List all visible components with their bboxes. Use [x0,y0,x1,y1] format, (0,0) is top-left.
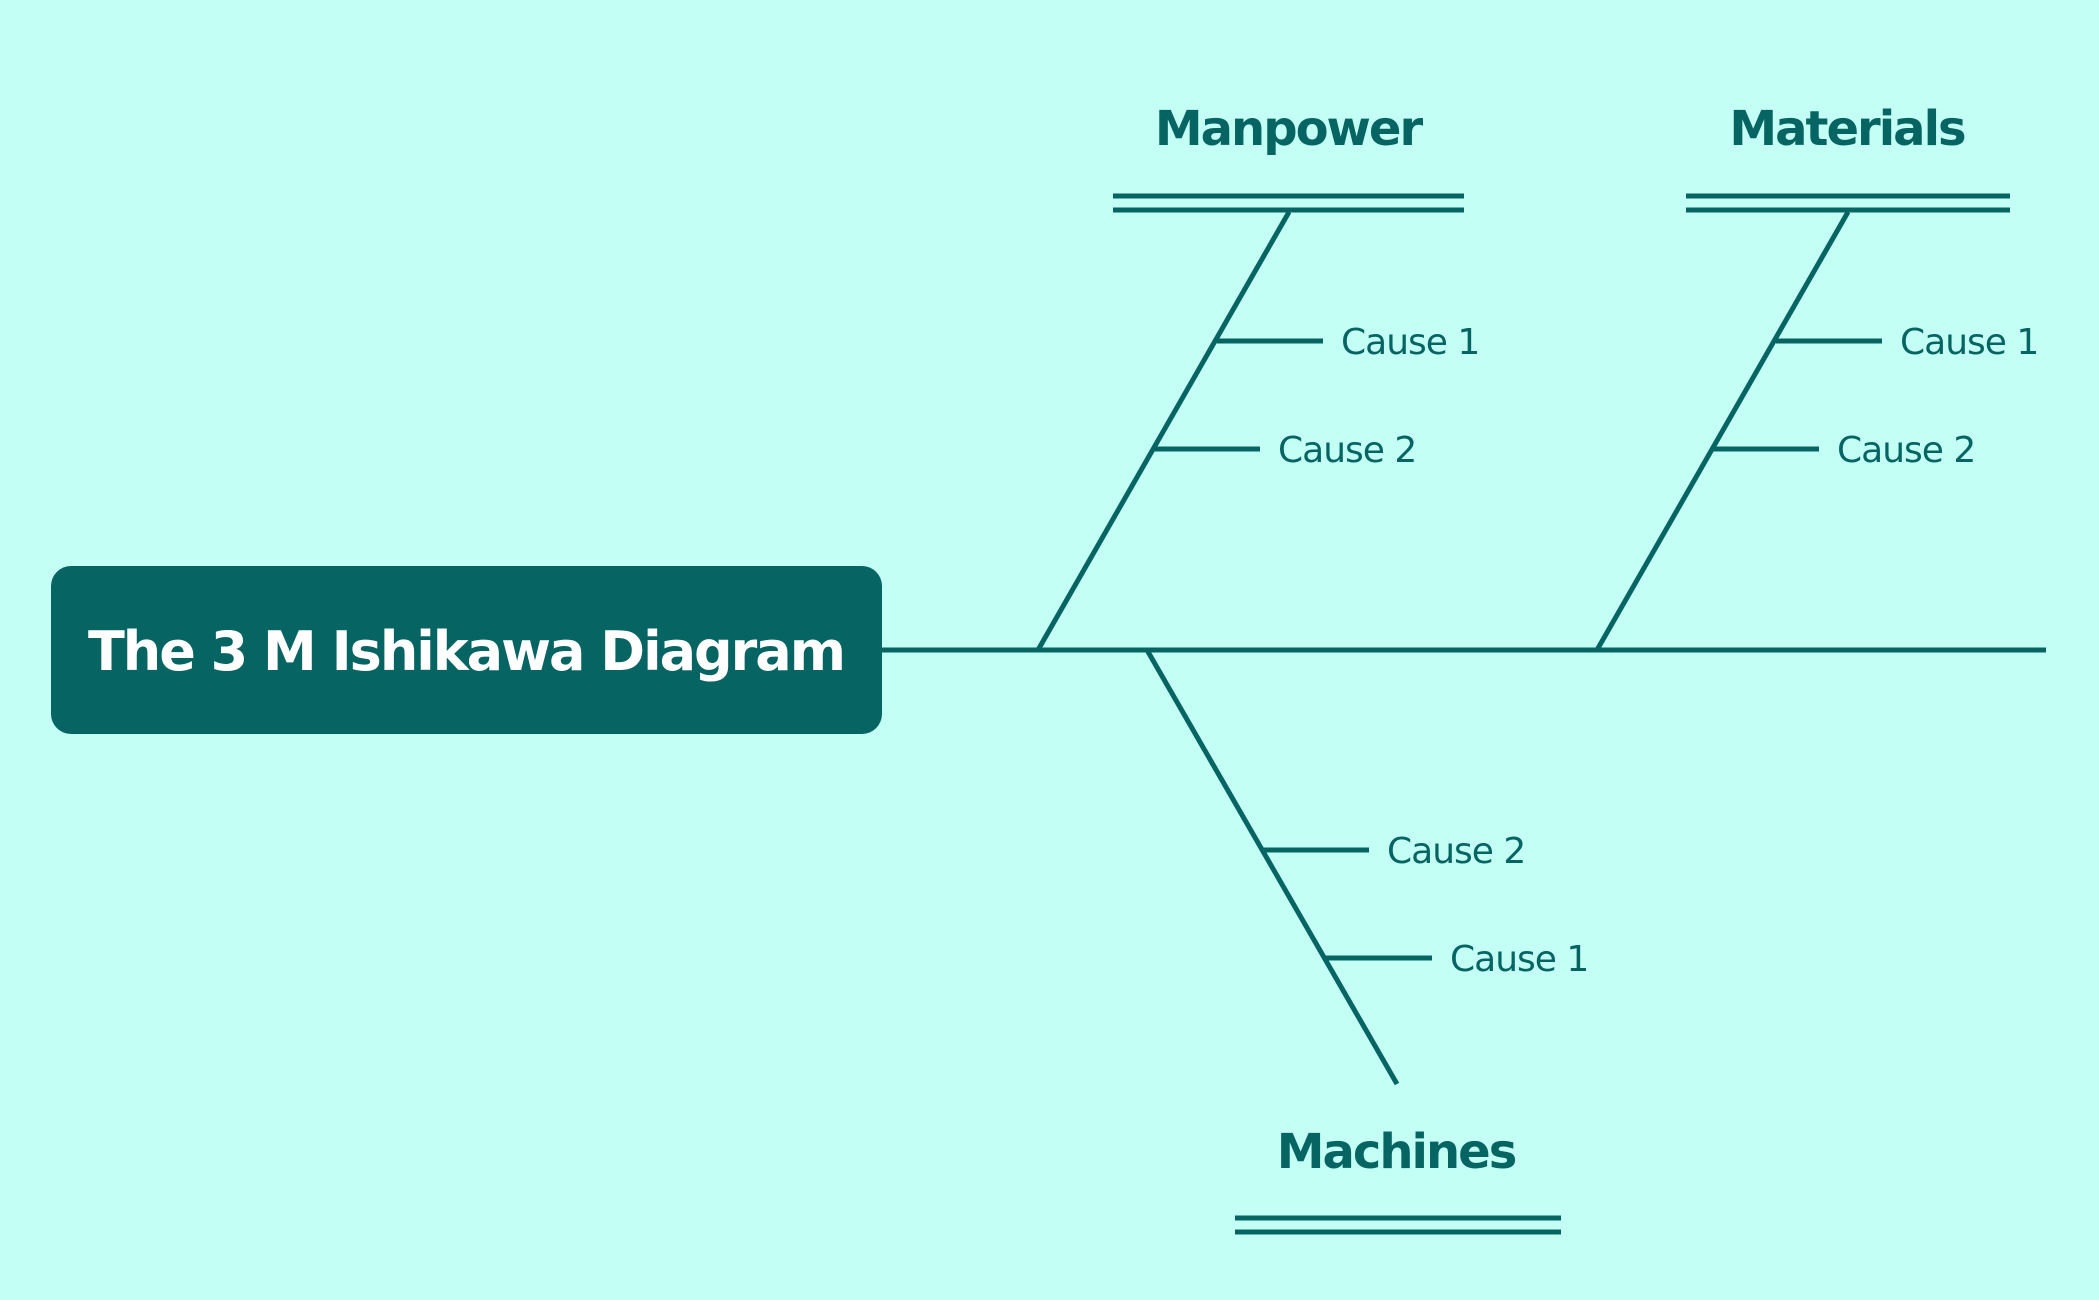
branch-machines: Machines Cause 2 Cause 1 [1144,648,1589,1235]
title-box [51,566,882,734]
branch-bone-manpower [1035,210,1292,652]
branch-materials: Materials Cause 1 Cause 2 [1594,101,2039,652]
category-label-manpower: Manpower [1155,101,1424,157]
category-label-machines: Machines [1277,1124,1516,1180]
cause-label: Cause 2 [1837,430,1975,471]
diagram-title: The 3 M Ishikawa Diagram [88,620,844,683]
branch-manpower: Manpower Cause 1 Cause 2 [1035,101,1480,652]
cause-label: Cause 2 [1278,430,1416,471]
branch-bone-machines [1144,648,1400,1086]
cause-label: Cause 1 [1450,939,1588,980]
branch-bone-materials [1594,210,1851,652]
cause-label: Cause 1 [1900,322,2038,363]
cause-label: Cause 2 [1387,831,1525,872]
cause-label: Cause 1 [1341,322,1479,363]
title-node: The 3 M Ishikawa Diagram [51,566,882,734]
category-label-materials: Materials [1729,101,1965,157]
